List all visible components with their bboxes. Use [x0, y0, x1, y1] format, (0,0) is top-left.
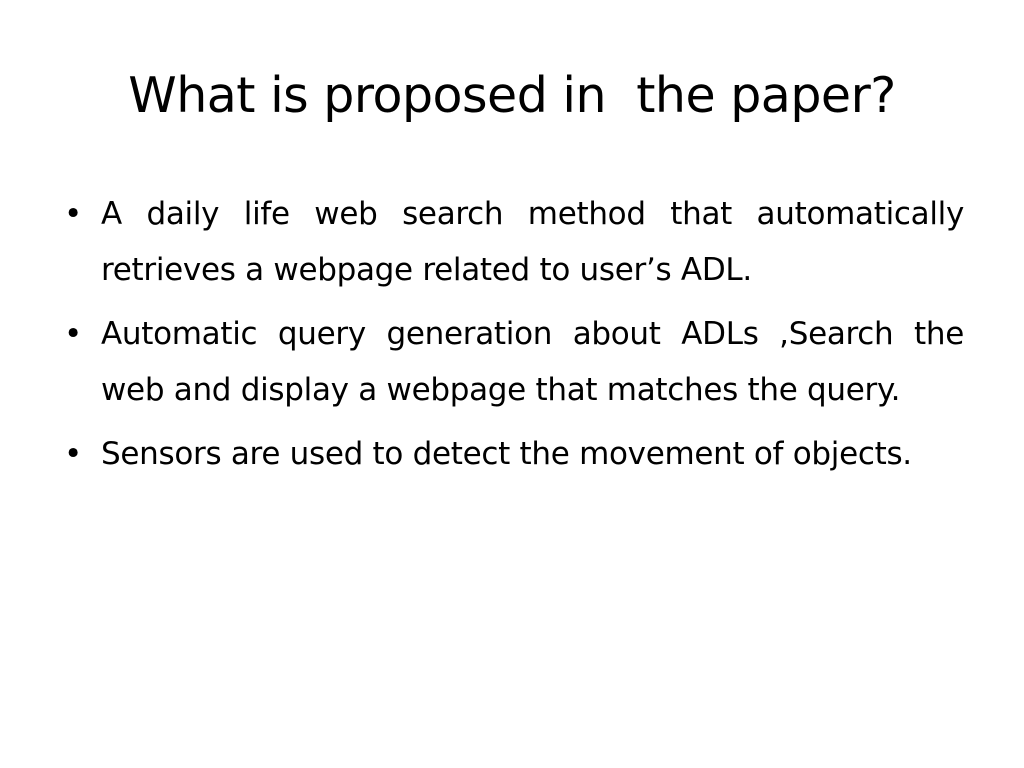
bullet-item: • Automatic query generation about ADLs …	[60, 306, 964, 418]
bullet-icon: •	[64, 196, 82, 232]
bullet-icon: •	[64, 316, 82, 352]
bullet-list: • A daily life web search method that au…	[60, 186, 964, 482]
bullet-icon: •	[64, 436, 82, 472]
bullet-text: A daily life web search method that auto…	[101, 196, 964, 288]
bullet-text: Automatic query generation about ADLs ,S…	[101, 316, 964, 408]
bullet-text: Sensors are used to detect the movement …	[101, 436, 912, 472]
slide-title: What is proposed in the paper?	[128, 67, 896, 124]
bullet-item: • A daily life web search method that au…	[60, 186, 964, 298]
bullet-item: • Sensors are used to detect the movemen…	[60, 426, 964, 482]
